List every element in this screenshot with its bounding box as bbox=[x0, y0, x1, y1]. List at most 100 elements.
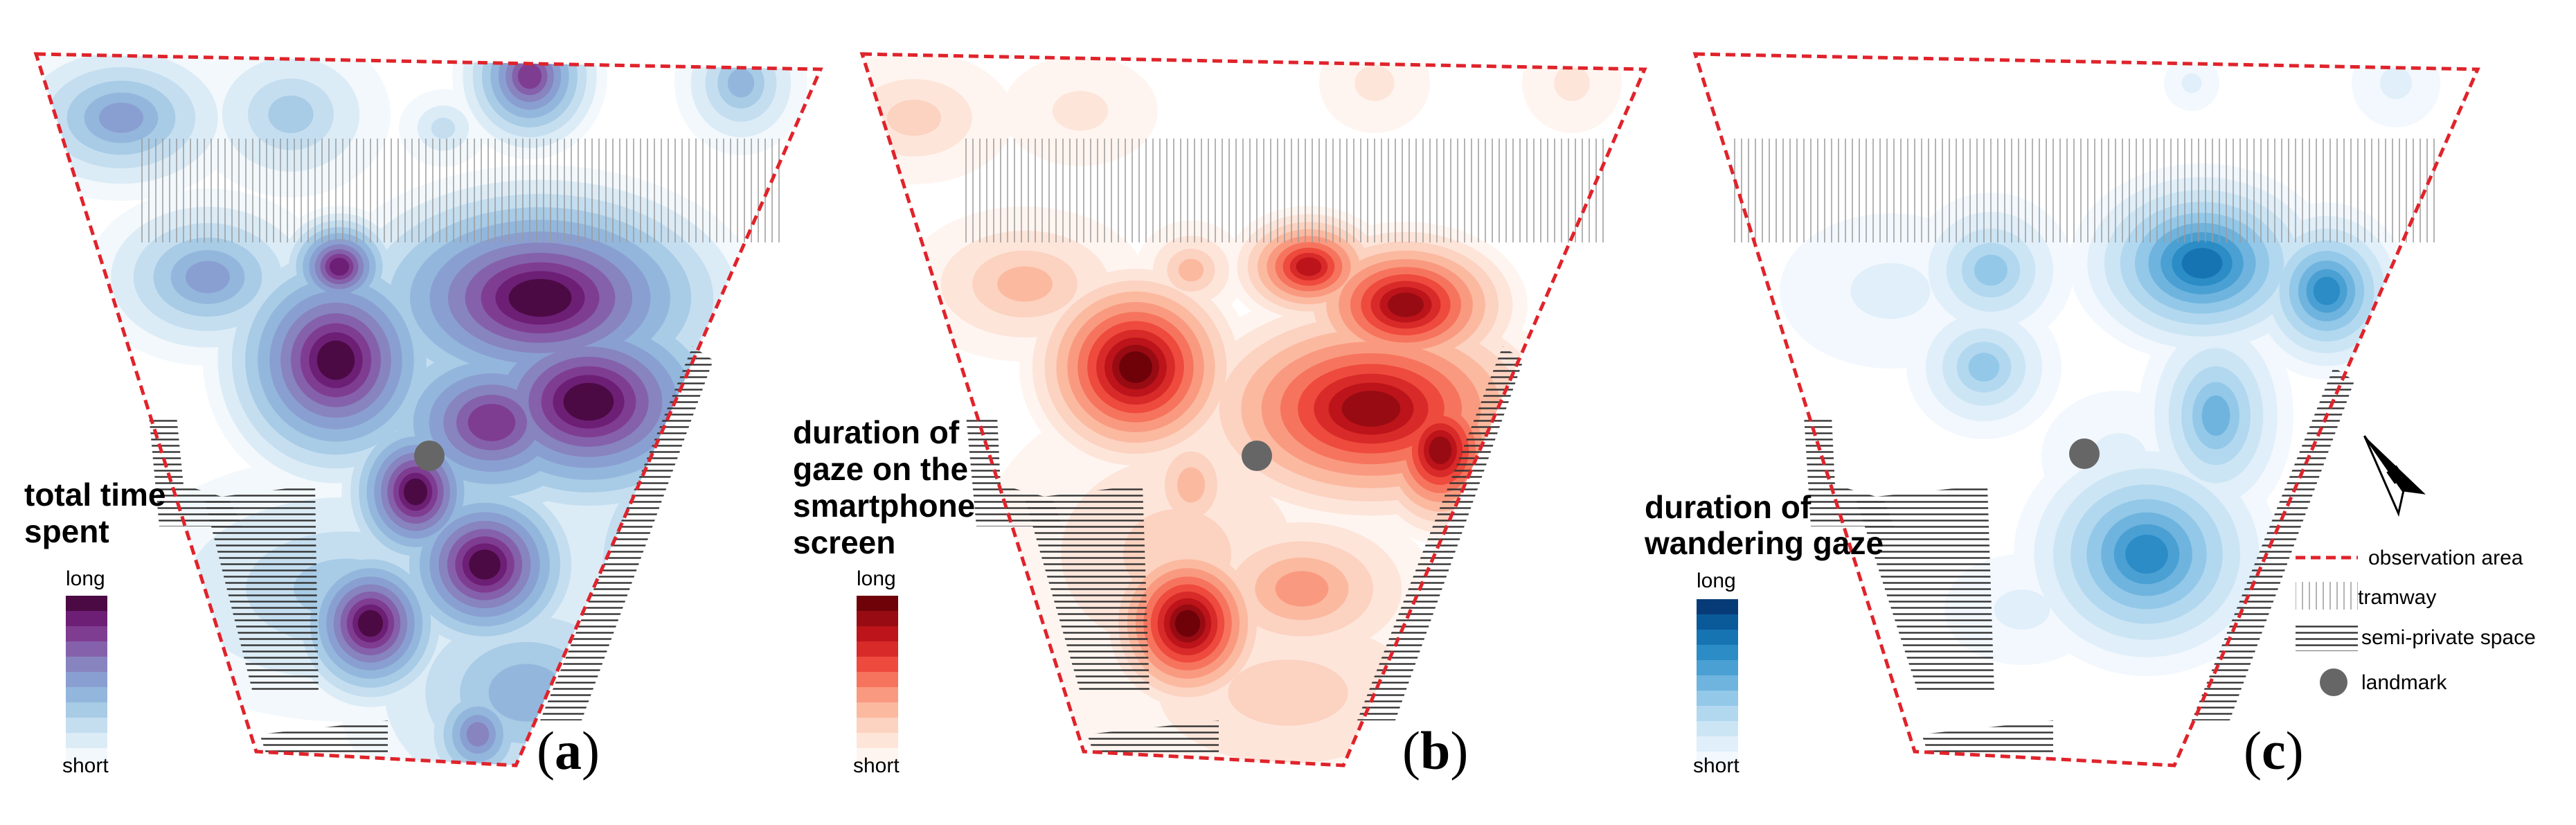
scale-b-short: short bbox=[853, 754, 900, 777]
hotspot-a-11-level-10 bbox=[403, 478, 428, 506]
scale-swatch-c-1 bbox=[1697, 736, 1738, 752]
hotspot-b-0-level-2 bbox=[887, 100, 941, 136]
semi-private-a bbox=[149, 346, 713, 755]
colorscale-a bbox=[66, 596, 107, 763]
landmark-b bbox=[1242, 441, 1272, 471]
scale-swatch-c-5 bbox=[1697, 675, 1738, 691]
scale-swatch-b-6 bbox=[857, 657, 898, 672]
panel-c: duration of wandering gaze long short (c… bbox=[1644, 52, 2480, 781]
title-b-line2: gaze on the bbox=[793, 451, 968, 487]
legend: N observation area tramway semi-private … bbox=[2296, 435, 2536, 696]
landmark-a bbox=[414, 441, 445, 471]
hotspot-b-13-level-10 bbox=[1174, 610, 1201, 637]
hotspot-a-6-level-10 bbox=[316, 340, 355, 380]
hotspot-a-13-level-10 bbox=[357, 610, 384, 637]
scale-c-long: long bbox=[1697, 569, 1736, 592]
scale-swatch-c-2 bbox=[1697, 721, 1738, 736]
scale-swatch-c-0 bbox=[1697, 752, 1738, 767]
scale-swatch-c-10 bbox=[1697, 599, 1738, 614]
landmark-c bbox=[2069, 438, 2100, 469]
hotspot-c-4-level-7 bbox=[2313, 276, 2341, 305]
hotspot-c-2-level-4 bbox=[1968, 353, 2000, 382]
hotspot-b-1-level-1 bbox=[1052, 91, 1109, 131]
hotspot-a-1-level-3 bbox=[268, 95, 314, 134]
hotspot-c-3-level-8 bbox=[2181, 248, 2223, 278]
hotspot-b-3-level-1 bbox=[1554, 65, 1590, 101]
scale-swatch-a-9 bbox=[66, 611, 107, 626]
title-c-line1: duration of bbox=[1645, 489, 1812, 525]
hotspot-b-4-level-3 bbox=[997, 266, 1053, 302]
hotspot-c-9-level-1 bbox=[2380, 67, 2412, 99]
panel-b: duration of gaze on the smartphone scree… bbox=[793, 52, 1647, 781]
scale-swatch-b-4 bbox=[857, 687, 898, 702]
legend-tramway-label: tramway bbox=[2358, 586, 2436, 609]
scale-swatch-a-10 bbox=[66, 596, 107, 611]
observation-area-b bbox=[859, 52, 1647, 768]
hotspot-b-5-level-3 bbox=[1178, 258, 1204, 282]
hotspot-a-9-level-10 bbox=[563, 382, 614, 421]
hotspot-a-10-level-8 bbox=[467, 404, 516, 441]
north-arrow-icon: N bbox=[2363, 435, 2426, 517]
panel-label-b: (b) bbox=[1402, 720, 1468, 781]
observation-area-a bbox=[33, 52, 823, 768]
scale-swatch-c-7 bbox=[1697, 645, 1738, 660]
hotspot-a-4-level-4 bbox=[727, 69, 755, 98]
panel-label-a: (a) bbox=[537, 720, 600, 781]
scale-a-long: long bbox=[66, 567, 105, 590]
hotspot-c-8-level-1 bbox=[2181, 73, 2202, 94]
legend-landmark-label: landmark bbox=[2361, 671, 2447, 694]
semi-private-c bbox=[1804, 367, 2354, 755]
scale-swatch-c-9 bbox=[1697, 614, 1738, 630]
hotspot-a-8-level-10 bbox=[508, 278, 572, 317]
hotspot-c-0-level-1 bbox=[1850, 263, 1931, 319]
hotspot-b-14-level-2 bbox=[1228, 659, 1348, 726]
hotspot-b-9-level-9 bbox=[1341, 391, 1401, 427]
colorscale-c bbox=[1697, 599, 1738, 767]
hotspot-a-7-level-9 bbox=[329, 258, 350, 276]
hotspot-b-2-level-1 bbox=[1354, 65, 1395, 101]
observation-area-c bbox=[1692, 52, 2480, 768]
hotspot-c-6-level-7 bbox=[2125, 534, 2168, 574]
panel-a: total time spent long short (a) bbox=[24, 52, 823, 781]
title-b-line3: smartphone bbox=[793, 488, 975, 524]
hotspot-a-0-level-5 bbox=[98, 103, 144, 133]
hotspot-a-3-level-8 bbox=[517, 63, 542, 89]
hotspot-c-1-level-4 bbox=[1974, 254, 2007, 286]
title-c-line2: wandering gaze bbox=[1644, 525, 1884, 561]
scale-c-short: short bbox=[1693, 754, 1739, 777]
scale-swatch-b-9 bbox=[857, 611, 898, 626]
scale-a-short: short bbox=[62, 754, 109, 777]
scale-swatch-b-10 bbox=[857, 596, 898, 611]
panel-label-c: (c) bbox=[2244, 720, 2304, 781]
legend-semi-private-label: semi-private space bbox=[2361, 626, 2536, 649]
scale-swatch-b-2 bbox=[857, 718, 898, 733]
scale-swatch-b-7 bbox=[857, 641, 898, 657]
hotspot-b-12-level-4 bbox=[1275, 571, 1329, 607]
legend-landmark-swatch bbox=[2320, 668, 2347, 696]
scale-swatch-c-3 bbox=[1697, 706, 1738, 721]
legend-tramway-swatch bbox=[2296, 582, 2358, 610]
title-b-line1: duration of bbox=[793, 414, 960, 450]
title-a-line2: spent bbox=[24, 513, 109, 549]
hotspot-c-5-level-5 bbox=[2201, 395, 2230, 436]
hotspot-a-2-level-2 bbox=[431, 117, 456, 139]
legend-observation-label: observation area bbox=[2368, 547, 2523, 569]
scale-swatch-a-8 bbox=[66, 626, 107, 641]
scale-swatch-c-4 bbox=[1697, 691, 1738, 706]
scale-swatch-a-0 bbox=[66, 748, 107, 763]
hotspot-a-12-level-10 bbox=[469, 549, 501, 580]
tramway-a bbox=[138, 139, 782, 242]
title-b-line4: screen bbox=[793, 524, 895, 560]
scale-swatch-a-2 bbox=[66, 718, 107, 733]
scale-swatch-a-3 bbox=[66, 702, 107, 718]
heat-contours-c bbox=[1780, 54, 2440, 676]
scale-swatch-b-5 bbox=[857, 672, 898, 687]
hotspot-b-11-level-3 bbox=[1177, 467, 1205, 503]
scale-swatch-a-6 bbox=[66, 657, 107, 672]
tramway-c bbox=[1731, 139, 2438, 242]
scale-swatch-a-4 bbox=[66, 687, 107, 702]
hotspot-c-10-level-1 bbox=[1994, 589, 2050, 630]
scale-swatch-b-3 bbox=[857, 702, 898, 718]
scale-b-long: long bbox=[857, 567, 896, 590]
